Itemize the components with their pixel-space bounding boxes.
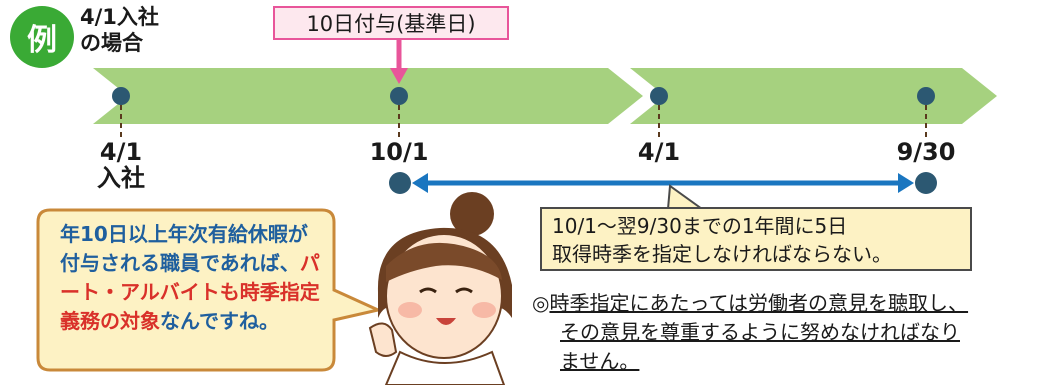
example-badge: 例 xyxy=(10,6,74,68)
timeline-dot-4-1-hire xyxy=(112,87,130,105)
period-end-dot xyxy=(915,172,937,194)
remark-line-1-text: 時季指定にあたっては労働者の意見を聴取し、 xyxy=(549,291,969,315)
period-note-box: 10/1～翌9/30までの1年間に5日 取得時季を指定しなければならない。 xyxy=(540,207,972,271)
grant-pointer-head xyxy=(390,68,408,84)
period-arrow-left-head xyxy=(412,173,428,193)
remark-text: ◎時季指定にあたっては労働者の意見を聴取し、 その意見を尊重するように努めなけれ… xyxy=(532,289,1060,376)
date-label-4-1: 4/1 xyxy=(637,138,681,166)
remark-line-1: ◎時季指定にあたっては労働者の意見を聴取し、 xyxy=(532,289,1060,318)
speech-text-part-2: なんですね。 xyxy=(160,309,279,333)
grant-callout-text: 10日付与(基準日) xyxy=(306,12,476,36)
example-badge-label: 例 xyxy=(27,23,57,58)
timeline-dot-9-30 xyxy=(917,87,935,105)
remark-mark: ◎ xyxy=(532,291,550,315)
date-label-9-30: 9/30 xyxy=(896,138,956,166)
timeline-dot-10-1 xyxy=(390,87,408,105)
speech-bubble-text: 年10日以上年次有給休暇が付与される職員であれば、パート・アルバイトも時季指定義… xyxy=(38,210,340,370)
period-start-dot xyxy=(389,172,411,194)
period-arrow-right-head xyxy=(898,173,914,193)
timeline-band-first-year xyxy=(93,68,643,124)
date-label-4-1-hire: 4/1 入社 xyxy=(97,138,145,192)
remark-line-2: その意見を尊重するように努めなければなり xyxy=(560,320,960,344)
speech-text-highlight: パート・アルバイトも時季指定義務の対象 xyxy=(60,251,320,333)
remark-line-3: ません。 xyxy=(560,349,640,373)
timeline-dot-4-1 xyxy=(650,87,668,105)
speech-text-part-1: 年10日以上年次有給休暇が付与される職員であれば、 xyxy=(60,222,308,275)
staff-illustration xyxy=(368,192,512,385)
grant-callout: 10日付与(基準日) xyxy=(273,6,509,40)
date-label-10-1: 10/1 xyxy=(369,138,429,166)
period-note-line-1: 10/1～翌9/30までの1年間に5日 xyxy=(552,214,848,238)
example-condition-label: 4/1入社 の場合 xyxy=(80,5,159,55)
note-pointer xyxy=(666,184,706,210)
speech-bubble-shape xyxy=(36,208,383,372)
timeline-band-second-year xyxy=(630,68,997,124)
period-note-line-2: 取得時季を指定しなければならない。 xyxy=(552,242,892,266)
